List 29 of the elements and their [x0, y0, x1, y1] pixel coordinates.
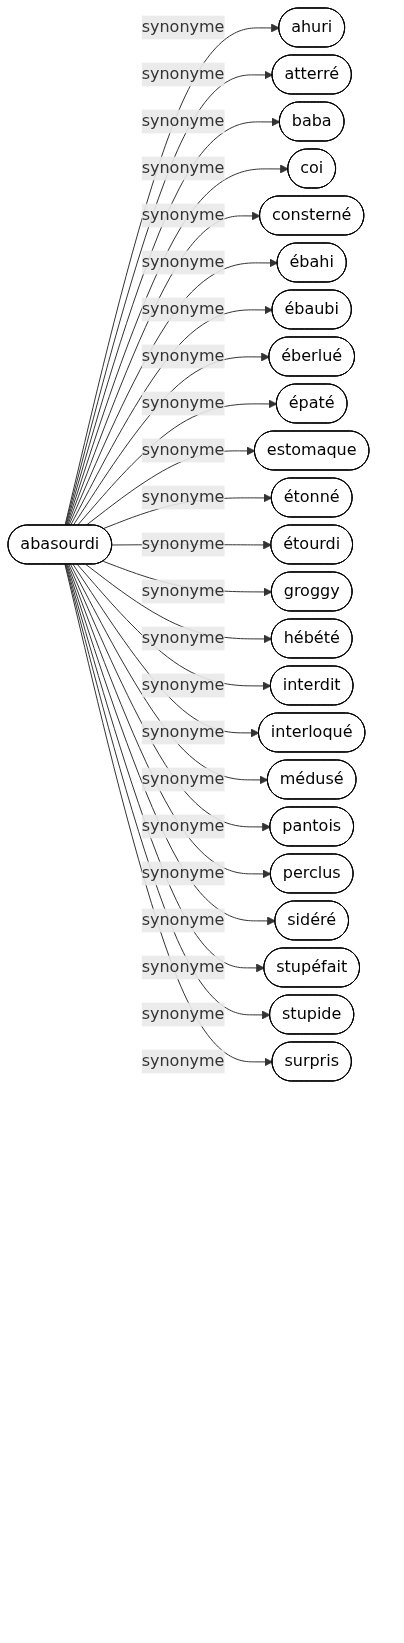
edge-label: synonyme: [141, 910, 225, 930]
arrow: [85, 446, 256, 526]
edge-label: synonyme: [141, 628, 225, 648]
edge-label: synonyme: [141, 675, 225, 695]
edge-label: synonyme: [141, 111, 225, 131]
arrow: [76, 399, 278, 526]
edge-label: synonyme: [141, 816, 225, 836]
edge-label: synonyme: [141, 769, 225, 789]
edge-label: synonyme: [141, 487, 225, 507]
arrow: [70, 305, 273, 526]
edge-label: synonyme: [141, 17, 225, 37]
edge-label: synonyme: [141, 863, 225, 883]
edge-label: synonyme: [141, 393, 225, 413]
arrow: [76, 564, 272, 691]
edge-label: synonyme: [141, 440, 225, 460]
edge-label: synonyme: [141, 299, 225, 319]
edge-label: synonyme: [141, 158, 225, 178]
edge-label: synonyme: [141, 252, 225, 272]
edge-label: synonyme: [141, 957, 225, 977]
edge-label: synonyme: [141, 581, 225, 601]
edge-label: synonyme: [141, 1004, 225, 1024]
edge-label: synonyme: [141, 346, 225, 366]
arrow: [70, 564, 269, 785]
edge-label: synonyme: [141, 534, 225, 554]
edge-label: synonyme: [141, 64, 225, 84]
edge-label: synonyme: [141, 205, 225, 225]
arrow: [85, 564, 273, 644]
edge-label: synonyme: [141, 722, 225, 742]
edge-label: synonyme: [141, 1051, 225, 1071]
